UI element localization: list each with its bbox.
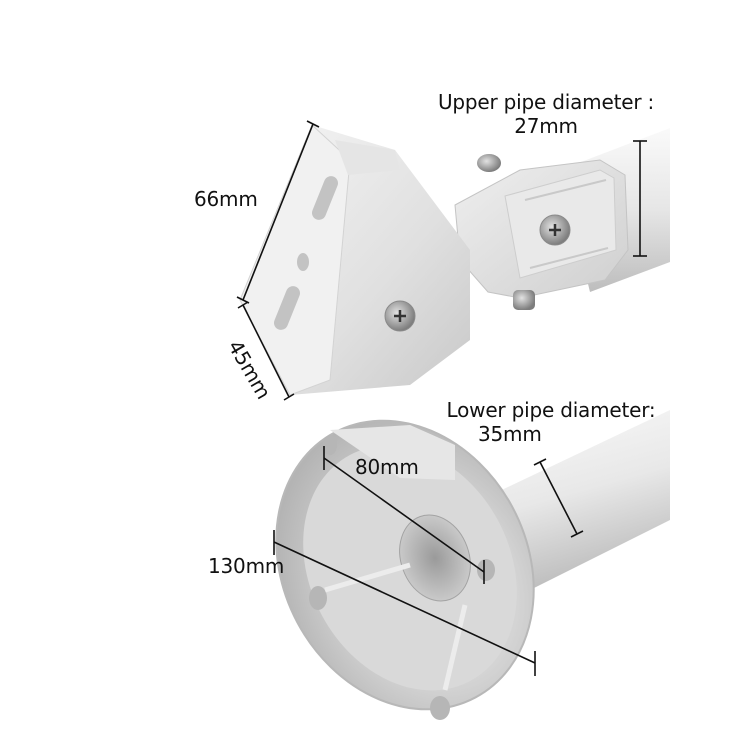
upper-pipe-diameter-label: Upper pipe diameter : 27mm [418, 90, 674, 138]
bracket-height-label: 66mm [194, 187, 258, 211]
lower-pipe-label-line1: Lower pipe diameter: [446, 398, 656, 422]
wall-plate [239, 124, 470, 396]
upper-pipe-label-line1: Upper pipe diameter : [437, 90, 655, 114]
inner-base-dimension-label: 80mm [355, 455, 419, 479]
upper-coupling [454, 154, 629, 310]
dimension-lines [236, 120, 647, 676]
lower-pipe-label-value: 35mm [478, 422, 542, 446]
outer-base-dimension-label: 130mm [208, 554, 285, 578]
lower-pipe-diameter-label: Lower pipe diameter: 35mm [426, 398, 676, 446]
upper-pipe-label-value: 27mm [514, 114, 578, 138]
